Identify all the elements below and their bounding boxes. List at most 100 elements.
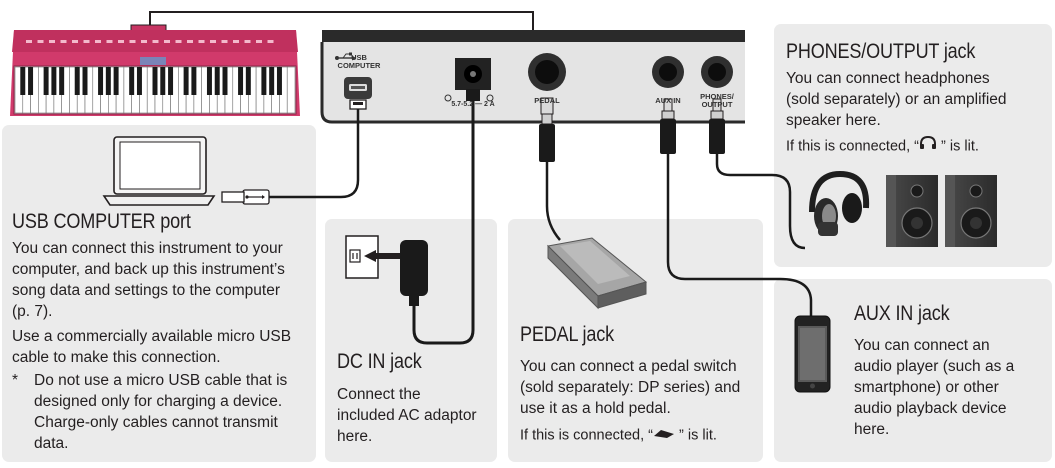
panel-button (141, 40, 147, 43)
pedal-description: You can connect a pedal switch (sold sep… (520, 356, 740, 419)
keyboard-panel-buttons (26, 40, 274, 43)
usb-caution-note-body: Do not use a micro USB cable that is des… (34, 370, 287, 454)
black-key (261, 67, 267, 95)
note-line: Charge-only cables cannot transmit (34, 414, 278, 431)
black-key (245, 67, 251, 95)
usb-port-label-line-1: USB (351, 53, 367, 62)
aux-description-line: audio playback device (854, 400, 1007, 417)
phones-output-jack (701, 56, 733, 88)
white-key (286, 66, 296, 114)
panel-button (49, 40, 55, 43)
usb-cable-instruction: Use a commercially available micro USB c… (12, 326, 291, 368)
note-line: Do not use a micro USB cable that is (34, 372, 288, 389)
dc-polarity-icon (444, 94, 494, 102)
panel-button (164, 40, 170, 43)
black-key (129, 67, 135, 95)
pedal-status-prefix: If this is connected, “ (520, 427, 653, 444)
pedal-indicator-icon (653, 425, 675, 446)
dc-description: Connect the included AC adaptor here. (337, 384, 477, 447)
dc-description-line: included AC adaptor (337, 407, 477, 424)
note-line: designed only for charging a device. (34, 393, 283, 410)
pedal-description-line: (sold separately: DP series) and (520, 379, 741, 396)
usb-port-label: USB COMPUTER (335, 54, 383, 70)
keyboard-white-keys (14, 66, 296, 114)
black-key (113, 67, 119, 95)
pedal-status-suffix: ” is lit. (674, 427, 717, 444)
usb-symbol-icon (335, 52, 356, 61)
panel-button (210, 40, 216, 43)
usb-description-line: You can connect this instrument to your (12, 240, 283, 257)
panel-button (175, 40, 182, 43)
usb-description-line: cable to make this connection. (12, 349, 221, 366)
black-key (152, 67, 158, 95)
phones-cable (709, 98, 806, 250)
panel-button (187, 40, 193, 43)
phones-description-line: speaker here. (786, 112, 881, 129)
black-key (183, 67, 189, 95)
phones-output-jack-label: PHONES/ OUTPUT (694, 93, 740, 109)
usb-cable (221, 99, 367, 205)
pedal-section-title: PEDAL jack (520, 323, 614, 346)
black-key (214, 67, 220, 95)
usb-caution-note: * Do not use a micro USB cable that is d… (12, 370, 312, 454)
pedal-switch-image (546, 237, 648, 310)
panel-button (198, 40, 205, 43)
panel-button (37, 40, 44, 43)
aux-in-jack-label: AUX IN (655, 96, 681, 105)
panel-button (152, 40, 159, 43)
panel-button (233, 40, 239, 43)
black-key (74, 67, 80, 95)
dc-in-port (444, 58, 494, 102)
black-key (276, 67, 282, 95)
panel-button (118, 40, 124, 43)
ac-adaptor-image (364, 240, 428, 306)
speaker-left-image (886, 175, 938, 247)
usb-plug-symbol-icon (245, 195, 265, 199)
panel-button (60, 40, 67, 43)
panel-button (26, 40, 32, 43)
pedal-description-line: You can connect a pedal switch (520, 358, 737, 375)
keyboard-black-keys (20, 67, 282, 95)
black-key (43, 67, 49, 95)
black-key (160, 67, 166, 95)
aux-description: You can connect an audio player (such as… (854, 335, 1014, 440)
black-key (98, 67, 104, 95)
panel-button (221, 40, 228, 43)
aux-section-panel (774, 279, 1052, 462)
panel-button (129, 40, 136, 43)
laptop-computer-image (102, 136, 216, 206)
usb-description-line: song data and settings to the computer (12, 282, 280, 299)
aux-cable (660, 98, 813, 318)
black-key (136, 67, 142, 95)
smartphone-image (794, 315, 831, 393)
black-key (269, 67, 275, 95)
keyboard-instrument-image (10, 30, 300, 116)
black-key (51, 67, 57, 95)
dc-section-panel (325, 219, 497, 462)
usb-port (335, 52, 372, 99)
usb-description: You can connect this instrument to your … (12, 238, 285, 322)
panel-button (256, 40, 262, 43)
aux-description-line: audio player (such as a (854, 358, 1015, 375)
black-key (20, 67, 26, 95)
pedal-cable (539, 97, 561, 241)
black-key (59, 67, 65, 95)
panel-button (72, 40, 78, 43)
phones-section-title: PHONES/OUTPUT jack (786, 40, 976, 63)
black-key (82, 67, 88, 95)
phones-description-line: You can connect headphones (786, 70, 990, 87)
phones-label-line-1: PHONES/ (700, 92, 734, 101)
black-key (191, 67, 197, 95)
dc-adaptor-cable (412, 89, 480, 345)
phones-label-line-2: OUTPUT (701, 100, 733, 109)
usb-description-line: (p. 7). (12, 303, 53, 320)
black-key (105, 67, 111, 95)
pedal-status-line: If this is connected, “ ” is lit. (520, 425, 717, 446)
dc-description-line: Connect the (337, 386, 421, 403)
panel-button (95, 40, 101, 43)
speaker-right-image (945, 175, 997, 247)
black-key (206, 67, 212, 95)
headphones-image (809, 170, 870, 236)
note-asterisk: * (12, 372, 19, 389)
aux-description-line: here. (854, 421, 890, 438)
